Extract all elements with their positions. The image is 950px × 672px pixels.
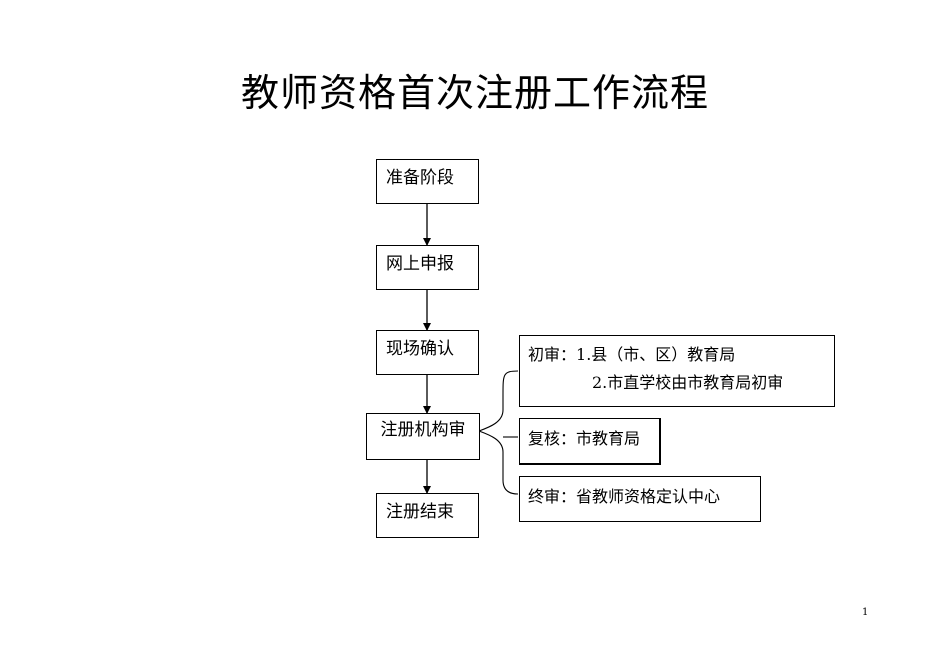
step-online-application: 网上申报 xyxy=(376,245,479,290)
final-review-label: 终审：省教师资格定认中心 xyxy=(528,487,721,506)
initial-review-note: 初审：1.县（市、区）教育局 2.市直学校由市教育局初审 xyxy=(519,335,835,407)
page-title: 教师资格首次注册工作流程 xyxy=(240,71,709,115)
initial-review-prefix: 初审： xyxy=(528,345,577,364)
page-number: 1 xyxy=(862,607,869,618)
initial-review-line2: 2.市直学校由市教育局初审 xyxy=(592,373,784,392)
step-preparation: 准备阶段 xyxy=(376,159,479,204)
step-preparation-label: 准备阶段 xyxy=(386,168,454,188)
step-registration-complete-label: 注册结束 xyxy=(386,502,454,522)
review-brace xyxy=(477,370,519,495)
step-registration-review: 注册机构审 xyxy=(366,413,480,460)
step-registration-complete: 注册结束 xyxy=(376,493,479,538)
recheck-note: 复核：市教育局 xyxy=(519,418,661,465)
final-review-note: 终审：省教师资格定认中心 xyxy=(519,476,761,522)
initial-review-line1: 1.县（市、区）教育局 xyxy=(576,345,736,364)
step-onsite-confirmation-label: 现场确认 xyxy=(386,339,454,359)
step-onsite-confirmation: 现场确认 xyxy=(376,330,479,375)
step-online-application-label: 网上申报 xyxy=(386,254,454,274)
step-registration-review-label: 注册机构审 xyxy=(380,420,466,440)
recheck-label: 复核：市教育局 xyxy=(528,429,641,448)
